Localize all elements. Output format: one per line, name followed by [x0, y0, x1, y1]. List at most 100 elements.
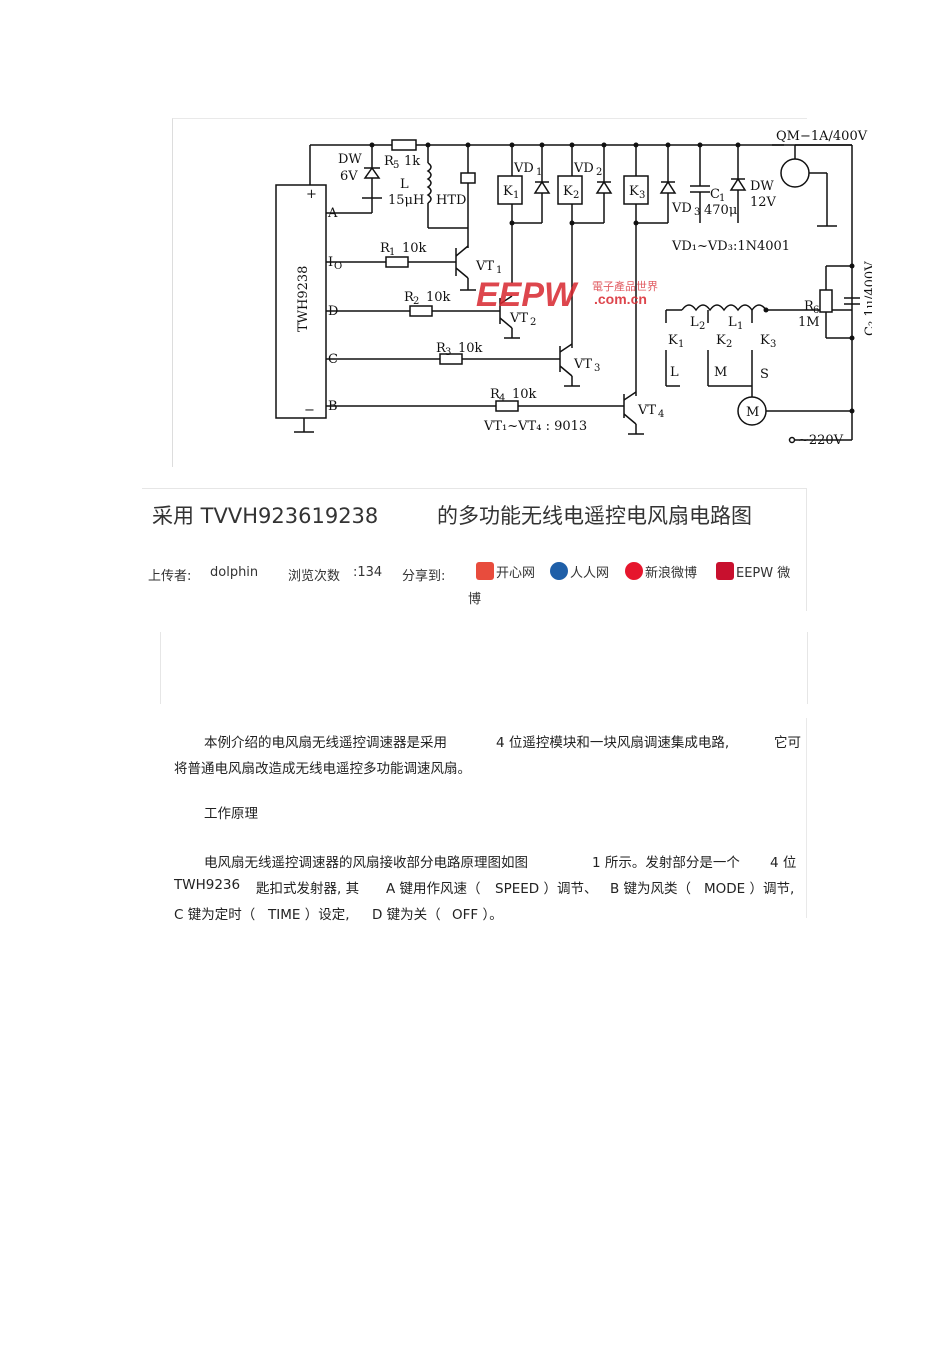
vt3-label: VT — [573, 357, 592, 372]
l2-sub: 2 — [699, 321, 705, 332]
htd-label: HTD — [436, 193, 466, 208]
r6-sub: 6 — [813, 305, 819, 316]
vd2-sub: 2 — [596, 167, 602, 178]
vt2-sub: 2 — [530, 317, 536, 328]
share-kaixin[interactable]: 开心网 — [476, 562, 535, 581]
l1-sub: 1 — [737, 321, 743, 332]
p1-part-c: 它可 — [774, 735, 801, 751]
r2-label: R — [404, 290, 415, 305]
k2-coil-label: K — [563, 184, 573, 199]
eepw-icon — [716, 562, 734, 580]
p2-part-h: B 键为风类（ — [610, 881, 692, 897]
l-value: 15μH — [388, 193, 424, 208]
blank-frame — [160, 632, 808, 704]
title-frame — [142, 488, 807, 611]
r3-value: 10k — [458, 341, 483, 356]
p1-part-b: 4 位遥控模块和一块风扇调速集成电路, — [496, 735, 730, 751]
vd1-label: VD — [513, 161, 534, 176]
pin-io-label: I — [328, 255, 333, 270]
k3-coil-sub: 3 — [639, 190, 645, 201]
share-kaixin-label: 开心网 — [496, 566, 536, 581]
r4-label: R — [490, 387, 501, 402]
pin-plus-label: + — [306, 187, 317, 202]
vt4-sub: 4 — [658, 409, 664, 420]
l-label: L — [400, 177, 409, 192]
k1-switch-sub: 1 — [678, 339, 684, 350]
vt3-sub: 3 — [594, 363, 600, 374]
share-eepw[interactable]: EEPW 微 — [716, 562, 790, 581]
vt1-label: VT — [475, 259, 494, 274]
r4-value: 10k — [512, 387, 537, 402]
dw12v-label: 12V — [750, 195, 777, 210]
watermark-cn: 電子產品世界 — [592, 279, 658, 293]
r6-label: R — [804, 299, 815, 314]
p2-part-b: 1 所示。发射部分是一个 — [592, 855, 740, 871]
r5-label: R — [384, 154, 395, 169]
pin-c-label: C — [328, 352, 338, 367]
ic-name-label: TWH9238 — [296, 266, 311, 332]
l2-label: L — [690, 315, 699, 330]
pin-d-label: D — [328, 304, 338, 319]
share-weibo[interactable]: 新浪微博 — [625, 562, 697, 581]
c1-sub: 1 — [719, 193, 725, 204]
vt1-sub: 1 — [496, 265, 502, 276]
p2-part-l: D 键为关（ — [372, 907, 441, 923]
vd1-sub: 1 — [536, 167, 542, 178]
k1-coil-label: K — [503, 184, 513, 199]
r6-value: 1M — [798, 315, 820, 330]
r5-sub: 5 — [393, 160, 399, 171]
uploader-label: 上传者: — [148, 569, 192, 584]
r1-sub: 1 — [389, 247, 395, 258]
page-title: 采用 TVVH923619238 的多功能无线电遥控电风扇电路图 — [152, 500, 752, 530]
r2-sub: 2 — [413, 296, 419, 307]
p2-part-k: TIME ）设定, — [268, 907, 350, 923]
share-eepw-wrap[interactable]: 博 — [468, 592, 482, 607]
vd3-sub: 3 — [694, 207, 700, 218]
c1-label: C — [710, 187, 720, 202]
text-frame — [172, 718, 807, 918]
circuit-schematic: TWH9238 + A I O D C − B DW 6V R 5 1k L 1… — [275, 129, 872, 448]
pin-io-sub-label: O — [334, 261, 342, 272]
r1-value: 10k — [402, 241, 427, 256]
vt2-label: VT — [509, 311, 528, 326]
c2-label: C₂ 1μ/400V — [863, 261, 872, 336]
r5-value: 1k — [404, 154, 420, 169]
dw6v-label: 6V — [340, 169, 358, 184]
p2-part-i: MODE ）调节, — [704, 881, 795, 897]
vd2-label: VD — [573, 161, 594, 176]
k2-switch-label: K — [716, 333, 726, 348]
renren-icon — [550, 562, 568, 580]
pin-minus-label: − — [304, 403, 315, 418]
k3-coil-label: K — [629, 184, 639, 199]
k1-coil-sub: 1 — [513, 190, 519, 201]
watermark-eepw: EEPW — [476, 276, 579, 314]
vd3-label: VD — [671, 201, 692, 216]
p2-part-f: A 键用作风速（ — [386, 881, 481, 897]
r3-sub: 3 — [445, 347, 451, 358]
kaixin-icon — [476, 562, 494, 580]
watermark-url: .com.cn — [594, 291, 647, 307]
p1-part-a: 本例介绍的电风扇无线遥控调速器是采用 — [204, 735, 447, 751]
switch-s-label: S — [760, 367, 769, 382]
p2-part-d: TWH9236 — [174, 877, 241, 893]
switch-l-label: L — [670, 365, 679, 380]
switch-m-label: M — [714, 365, 727, 380]
k1-switch-label: K — [668, 333, 678, 348]
motor-label: M — [746, 405, 759, 420]
pin-a-label: A — [327, 206, 338, 221]
p2-part-j: C 键为定时（ — [174, 907, 256, 923]
share-renren-label: 人人网 — [570, 566, 610, 581]
r4-sub: 4 — [499, 393, 505, 404]
dw12-label: DW — [750, 179, 774, 194]
weibo-icon — [625, 562, 643, 580]
share-renren[interactable]: 人人网 — [550, 562, 609, 581]
qm-label: QM−1A/400V — [776, 129, 868, 144]
dw6-label: DW — [338, 152, 362, 167]
share-weibo-label: 新浪微博 — [645, 566, 698, 581]
l1-label: L — [728, 315, 737, 330]
page-title-part2: 的多功能无线电遥控电风扇电路图 — [437, 504, 752, 528]
uploader-name[interactable]: dolphin — [210, 565, 259, 580]
views-count: :134 — [353, 565, 383, 580]
p2-part-c: 4 位 — [770, 855, 797, 871]
page-title-part1: 采用 TVVH923619238 — [152, 504, 379, 528]
